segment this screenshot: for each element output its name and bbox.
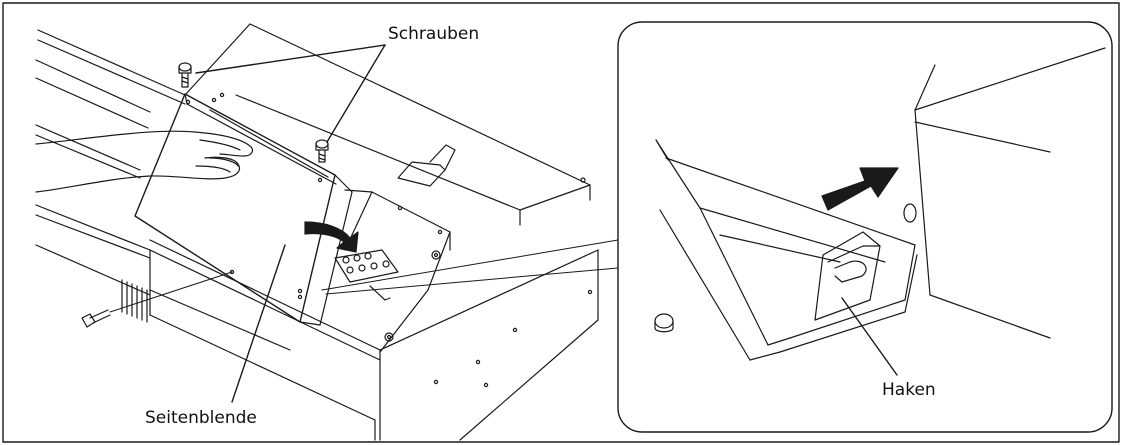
callout-line-top bbox=[321, 239, 619, 291]
leader-hook bbox=[841, 297, 898, 376]
screw-icon bbox=[81, 309, 111, 328]
callout-line-bottom bbox=[325, 267, 619, 295]
leader-screws-1 bbox=[195, 44, 386, 74]
screw-icon bbox=[178, 62, 192, 88]
detail-drawing bbox=[654, 47, 1106, 361]
arrow-icon bbox=[304, 221, 359, 253]
hand-illustration bbox=[35, 130, 254, 193]
leader-screws-2 bbox=[326, 44, 386, 143]
arrow-icon bbox=[821, 167, 899, 211]
detail-frame bbox=[617, 21, 1113, 433]
screw-icon bbox=[315, 139, 329, 163]
label-hook: Haken bbox=[882, 380, 936, 400]
label-side-panel: Seitenblende bbox=[145, 408, 257, 428]
leader-side-panel bbox=[231, 244, 286, 403]
label-screws: Schrauben bbox=[388, 24, 480, 44]
screw-leader-line bbox=[109, 271, 233, 313]
side-panel bbox=[134, 92, 353, 326]
